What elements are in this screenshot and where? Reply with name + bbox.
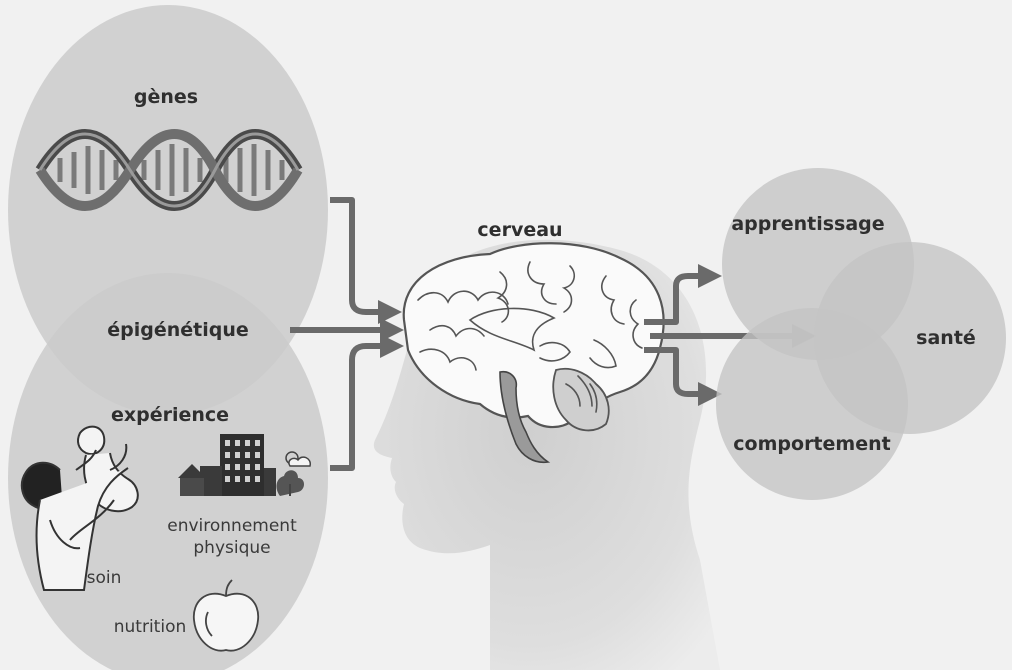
learning-label: apprentissage xyxy=(731,213,884,235)
input-arrows xyxy=(290,197,404,471)
dna-helix-icon xyxy=(35,129,303,211)
environment-label-line1: environnement xyxy=(167,516,297,536)
health-circle xyxy=(814,242,1006,434)
parent-holding-child-icon xyxy=(20,425,139,591)
behavior-label: comportement xyxy=(733,433,890,455)
brain-label: cerveau xyxy=(477,219,562,241)
experience-ellipse xyxy=(8,273,328,670)
health-label: santé xyxy=(916,327,976,349)
care-label: soin xyxy=(87,568,122,588)
brain-icon xyxy=(402,242,665,464)
genes-label: gènes xyxy=(134,86,198,108)
outcome-circles xyxy=(716,168,1006,500)
experience-label: expérience xyxy=(111,404,229,426)
buildings-icon xyxy=(178,434,311,496)
nutrition-label: nutrition xyxy=(114,617,187,637)
environment-label-line2: physique xyxy=(193,538,270,558)
apple-icon xyxy=(193,579,259,652)
labels: gènes épigénétique expérience soin envir… xyxy=(87,86,976,637)
epigenetics-label: épigénétique xyxy=(107,319,249,341)
